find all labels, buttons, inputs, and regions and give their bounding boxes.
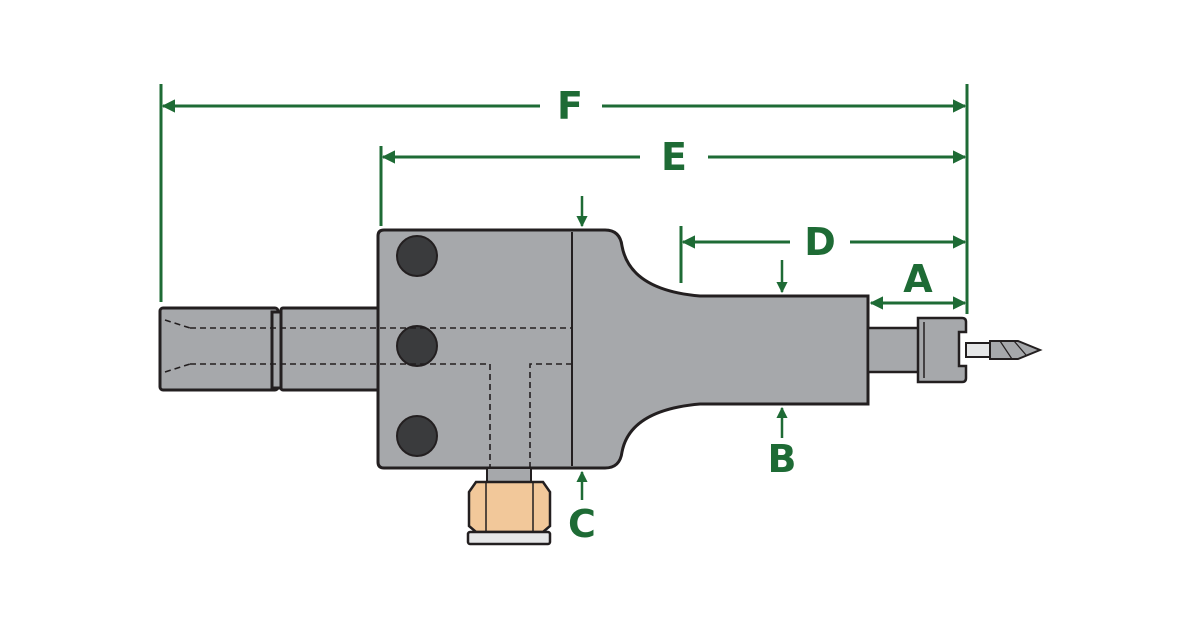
dim-label-f: F xyxy=(557,84,583,128)
drill-flute xyxy=(989,340,1043,360)
nut-base-plate xyxy=(466,530,552,546)
tool-assembly xyxy=(158,228,1043,546)
dim-label-a: A xyxy=(903,257,933,301)
shank xyxy=(279,306,383,392)
bolt-bottom xyxy=(396,415,438,457)
drill-tip-line xyxy=(999,340,1027,360)
dim-label-e: E xyxy=(661,135,687,179)
internal-passages xyxy=(164,319,572,468)
bolt-top xyxy=(396,235,438,277)
hex-nut xyxy=(467,480,552,534)
main-body xyxy=(376,228,870,470)
dimension-labels: F E D A B C xyxy=(557,84,933,546)
bolt-middle xyxy=(396,325,438,367)
dimensions xyxy=(159,84,969,500)
collet-nut xyxy=(916,316,968,384)
dim-label-c: C xyxy=(568,502,596,546)
collet-nose xyxy=(866,326,922,374)
dim-label-b: B xyxy=(768,437,797,481)
dim-label-d: D xyxy=(804,220,836,264)
shank-sleeve xyxy=(158,306,280,392)
drill-shank xyxy=(965,342,991,358)
